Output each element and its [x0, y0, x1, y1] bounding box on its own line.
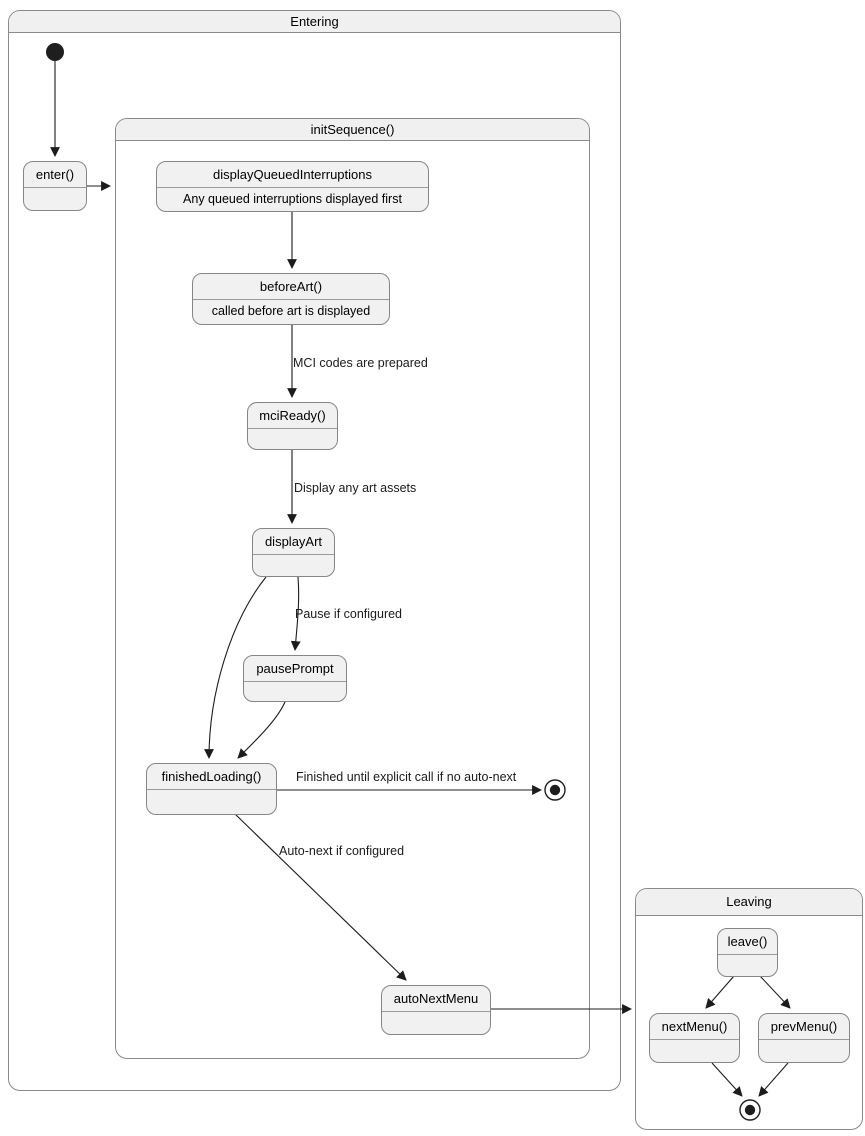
edge-leave-to-next-menu	[705, 975, 735, 1009]
container-leaving: Leaving	[635, 888, 863, 1130]
state-enter: enter()	[23, 161, 87, 211]
state-prev-menu: prevMenu()	[758, 1013, 850, 1063]
state-next-menu-body	[650, 1040, 739, 1062]
state-next-menu-label: nextMenu()	[650, 1014, 739, 1040]
edge-next-menu-to-final	[711, 1062, 743, 1097]
state-pause-prompt-label: pausePrompt	[244, 656, 346, 682]
state-display-art: displayArt	[252, 528, 335, 577]
state-finished-loading-label: finishedLoading()	[147, 764, 276, 790]
edge-prev-menu-to-final	[758, 1062, 789, 1097]
state-enter-label: enter()	[24, 162, 86, 188]
state-leave: leave()	[717, 928, 778, 977]
state-mci-ready-body	[248, 429, 337, 449]
state-leave-label: leave()	[718, 929, 777, 955]
initial-state-icon	[46, 43, 64, 61]
edge-finished-loading-to-auto-next-menu	[234, 813, 407, 981]
state-display-queued-interruptions: displayQueuedInterruptions Any queued in…	[156, 161, 429, 212]
transition-label-display-assets: Display any art assets	[294, 481, 417, 495]
state-auto-next-menu: autoNextMenu	[381, 985, 491, 1035]
transition-label-mci-prepared: MCI codes are prepared	[293, 356, 428, 370]
state-mci-ready-label: mciReady()	[248, 403, 337, 429]
state-pause-prompt-body	[244, 682, 346, 701]
edge-pause-prompt-to-finished-loading	[237, 701, 286, 759]
state-prev-menu-body	[759, 1040, 849, 1062]
final-state-icon	[739, 1099, 761, 1121]
state-next-menu: nextMenu()	[649, 1013, 740, 1063]
edge-display-art-to-finished-loading	[204, 576, 267, 759]
container-init-sequence: initSequence()	[115, 118, 590, 1059]
state-display-queued-interruptions-label: displayQueuedInterruptions	[157, 162, 428, 188]
state-display-art-body	[253, 555, 334, 576]
state-pause-prompt: pausePrompt	[243, 655, 347, 702]
transition-label-pause-if-configured: Pause if configured	[295, 607, 403, 621]
container-entering: Entering	[8, 10, 621, 1091]
final-state-icon	[544, 779, 566, 801]
state-before-art-label: beforeArt()	[193, 274, 389, 300]
state-prev-menu-label: prevMenu()	[759, 1014, 849, 1040]
state-leave-body	[718, 955, 777, 976]
transition-label-autonext-if-configured: Auto-next if configured	[279, 844, 405, 858]
state-before-art: beforeArt() called before art is display…	[192, 273, 390, 325]
state-auto-next-menu-body	[382, 1012, 490, 1034]
container-init-sequence-title: initSequence()	[116, 119, 589, 141]
edge-leave-to-prev-menu	[759, 975, 791, 1009]
state-display-queued-interruptions-description: Any queued interruptions displayed first	[183, 192, 402, 206]
state-auto-next-menu-label: autoNextMenu	[382, 986, 490, 1012]
state-finished-loading: finishedLoading()	[146, 763, 277, 815]
state-mci-ready: mciReady()	[247, 402, 338, 450]
container-entering-title: Entering	[9, 11, 620, 33]
transition-label-finished-no-autonext: Finished until explicit call if no auto-…	[296, 770, 517, 784]
container-leaving-title: Leaving	[636, 889, 862, 916]
edge-display-art-to-pause-prompt	[290, 576, 301, 651]
state-enter-body	[24, 188, 86, 210]
state-finished-loading-body	[147, 790, 276, 814]
state-display-art-label: displayArt	[253, 529, 334, 555]
state-before-art-description: called before art is displayed	[211, 304, 371, 318]
